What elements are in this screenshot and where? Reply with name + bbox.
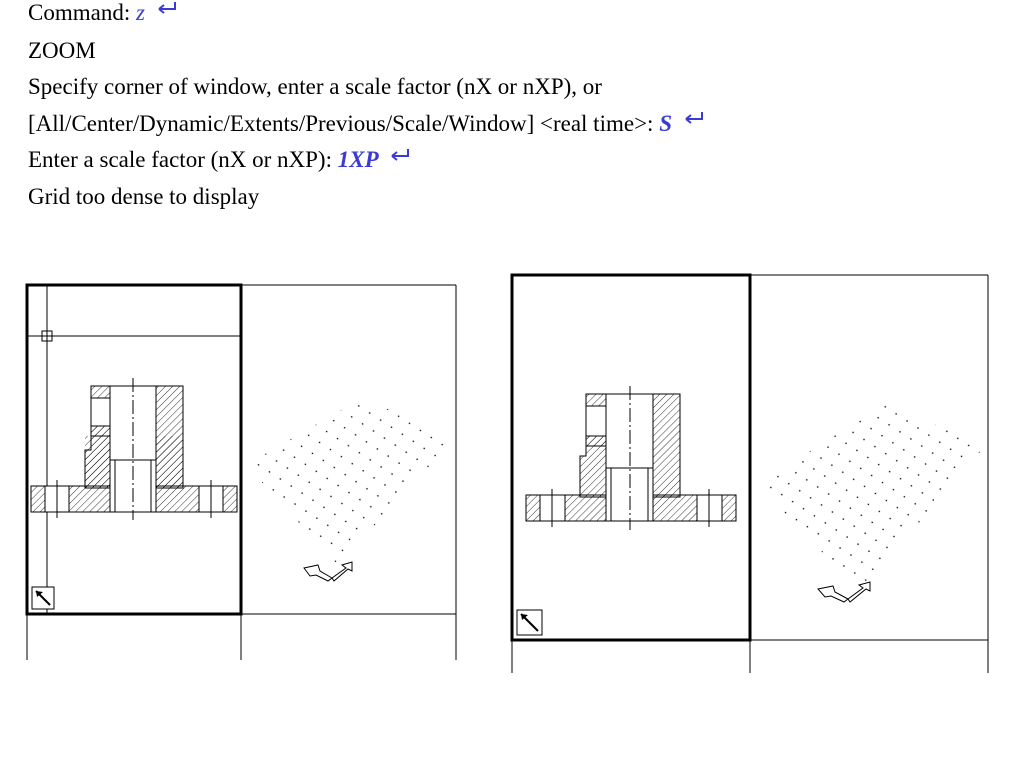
dot-grid: [757, 404, 986, 591]
viewport-after: [510, 273, 989, 673]
crosshair-cursor: [27, 285, 241, 614]
command-line-3: Specify corner of window, enter a scale …: [28, 74, 602, 99]
command-line-5: Enter a scale factor (nX or nXP): 1XP: [28, 146, 706, 183]
active-viewport-frame: [25, 283, 243, 616]
user-input-scale: 1XP: [337, 147, 379, 172]
command-history: Command: z ZOOM Specify corner of window…: [28, 0, 706, 219]
section-drawing-after: [525, 386, 737, 530]
dot-grid: [246, 398, 455, 565]
scale-prompt: Enter a scale factor (nX or nXP):: [28, 147, 332, 172]
user-input-z: z: [135, 0, 145, 25]
command-line-6: Grid too dense to display: [28, 183, 260, 209]
command-prompt: Command:: [28, 0, 131, 25]
ucs-3d-icon: [817, 581, 871, 603]
options-prompt: [All/Center/Dynamic/Extents/Previous/Sca…: [28, 110, 654, 136]
ucs-3d-icon: [303, 561, 353, 582]
enter-key-icon: [391, 148, 410, 161]
section-drawing-before: [30, 378, 238, 520]
ucs-icon: [516, 609, 543, 636]
enter-key-icon: [158, 1, 176, 14]
viewport-before: [25, 283, 457, 660]
command-line-2: ZOOM: [28, 37, 96, 63]
command-line-1: Command: z: [28, 0, 706, 37]
enter-key-icon: [685, 112, 703, 124]
active-viewport-frame-after: [510, 273, 752, 642]
ucs-icon: [31, 586, 55, 610]
user-input-s: S: [659, 110, 672, 136]
command-line-4: [All/Center/Dynamic/Extents/Previous/Sca…: [28, 110, 706, 147]
